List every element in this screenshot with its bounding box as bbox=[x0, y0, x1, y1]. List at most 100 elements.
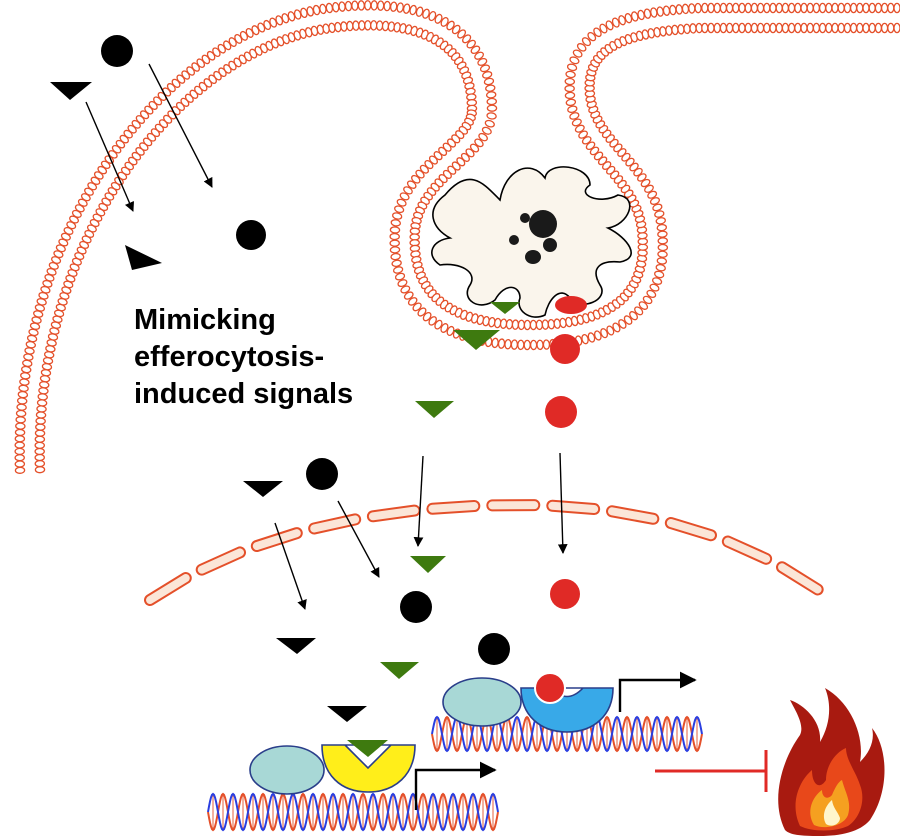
caption-line-1: Mimicking bbox=[134, 304, 276, 336]
lipid-head bbox=[474, 138, 484, 148]
lipid-head bbox=[35, 423, 46, 431]
lipid-head bbox=[655, 217, 666, 225]
lipid-head bbox=[688, 3, 696, 14]
black-ligand-circle bbox=[101, 35, 133, 67]
lipid-head bbox=[750, 2, 759, 14]
green-signal-triangle bbox=[380, 662, 419, 679]
lipid-head bbox=[351, 0, 359, 11]
lipid-head bbox=[652, 203, 663, 212]
green-signal-triangle bbox=[490, 302, 520, 314]
lipid-head bbox=[880, 2, 889, 14]
lipid-head bbox=[849, 22, 858, 34]
lipid-head bbox=[34, 459, 46, 468]
lipid-head bbox=[346, 20, 354, 32]
lipid-head bbox=[352, 20, 360, 31]
lipid-head bbox=[470, 45, 481, 54]
lipid-head bbox=[564, 84, 575, 93]
lipid-head bbox=[651, 277, 663, 285]
lipid-head bbox=[681, 3, 690, 15]
lipid-head bbox=[725, 22, 734, 34]
lipid-head bbox=[581, 37, 592, 47]
lipid-head bbox=[868, 22, 876, 34]
lipid-head bbox=[578, 130, 589, 139]
lipid-head bbox=[654, 210, 665, 218]
lipid-head bbox=[701, 2, 709, 14]
lipid-head bbox=[479, 64, 491, 73]
lipid-head bbox=[564, 77, 576, 86]
lipid-head bbox=[37, 393, 48, 401]
lipid-head bbox=[656, 257, 668, 265]
lipid-head bbox=[567, 105, 578, 114]
lipid-head bbox=[887, 22, 895, 34]
lipid-head bbox=[662, 5, 671, 16]
lipid-head bbox=[18, 384, 29, 393]
lipid-head bbox=[332, 2, 340, 13]
lipid-head bbox=[529, 319, 538, 331]
lipid-head bbox=[656, 223, 668, 232]
lipid-head bbox=[478, 132, 488, 142]
lipid-head bbox=[806, 2, 814, 14]
lipid-head bbox=[399, 192, 410, 201]
lipid-head bbox=[787, 22, 796, 34]
lipid-head bbox=[825, 22, 833, 34]
lipid-head bbox=[843, 22, 852, 34]
caption-line-3: induced signals bbox=[134, 378, 354, 410]
lipid-head bbox=[412, 302, 422, 312]
nuclear-envelope-segment bbox=[197, 548, 245, 574]
lipid-head bbox=[36, 405, 47, 413]
lipid-head bbox=[649, 197, 661, 205]
lipid-head bbox=[434, 319, 443, 330]
lipid-head bbox=[800, 2, 808, 14]
lipid-head bbox=[571, 118, 582, 127]
lipid-head bbox=[657, 250, 668, 258]
lipid-head bbox=[874, 2, 883, 14]
lipid-head bbox=[358, 20, 366, 31]
lipid-head bbox=[756, 22, 765, 34]
apoptotic-nucleus-fragment bbox=[520, 213, 530, 223]
lipid-head bbox=[400, 285, 411, 294]
lipid-head bbox=[523, 339, 531, 351]
lipid-head bbox=[417, 307, 427, 317]
lipid-head bbox=[868, 2, 876, 14]
lipid-head bbox=[781, 22, 790, 34]
red-signal-circle bbox=[550, 579, 580, 609]
red-signal-circle bbox=[545, 396, 577, 428]
green-signal-triangle bbox=[415, 401, 454, 418]
nuclear-envelope-segment bbox=[252, 529, 301, 551]
lipid-head bbox=[564, 91, 576, 100]
lipid-head bbox=[446, 325, 455, 336]
lipid-head bbox=[581, 136, 592, 145]
lipid-head bbox=[415, 169, 425, 179]
uptake-arrow bbox=[148, 63, 213, 188]
lipid-head bbox=[529, 339, 538, 351]
lipid-head bbox=[485, 91, 497, 99]
lipid-head bbox=[732, 2, 740, 14]
lipid-head bbox=[357, 0, 365, 11]
lipid-head bbox=[462, 34, 472, 44]
lipid-head bbox=[587, 332, 596, 343]
lipid-head bbox=[36, 399, 48, 407]
lipid-head bbox=[484, 119, 495, 128]
lipid-head bbox=[707, 2, 715, 14]
lipid-head bbox=[485, 84, 496, 92]
lipid-head bbox=[510, 339, 519, 350]
lipid-head bbox=[599, 23, 608, 34]
nuclear-envelope-segment bbox=[723, 537, 771, 563]
lipid-head bbox=[649, 283, 660, 292]
lipid-head bbox=[34, 466, 46, 474]
lipid-head bbox=[725, 2, 734, 14]
lipid-head bbox=[390, 252, 401, 261]
lipid-head bbox=[23, 353, 34, 361]
lipid-head bbox=[394, 205, 405, 214]
coactivator-oval bbox=[442, 677, 522, 727]
lipid-head bbox=[701, 22, 709, 34]
lipid-head bbox=[16, 397, 28, 405]
lipid-head bbox=[849, 2, 858, 14]
nuclear-receptor-blue bbox=[520, 687, 614, 733]
black-ligand-circle bbox=[400, 591, 432, 623]
red-signal-circle bbox=[550, 334, 580, 364]
lipid-head bbox=[862, 22, 870, 34]
lipid-head bbox=[15, 422, 26, 430]
lipid-head bbox=[14, 466, 26, 474]
lipid-head bbox=[669, 4, 677, 16]
